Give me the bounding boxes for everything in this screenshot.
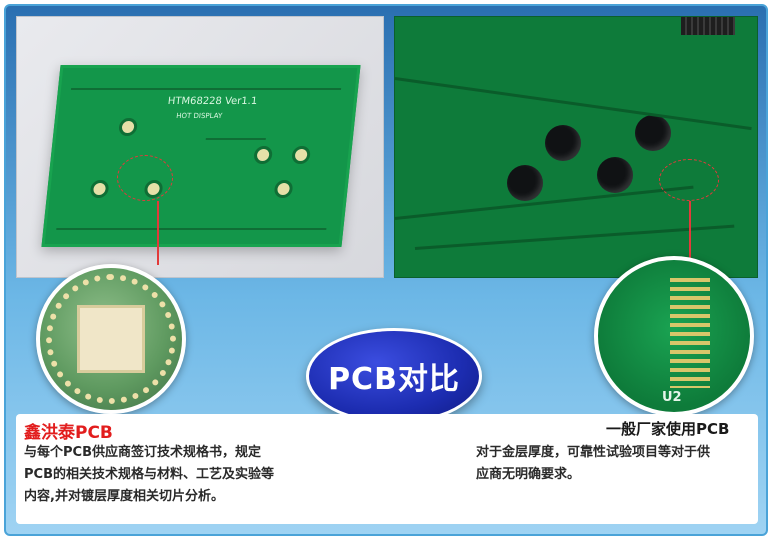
description-card <box>16 414 758 524</box>
zoomed-gold-fingers <box>670 278 710 388</box>
zoomed-gold-pad <box>80 308 142 370</box>
callout-circle-right <box>659 159 719 201</box>
callout-line-left <box>157 201 159 265</box>
pcb-trace <box>70 88 342 90</box>
pcb-trace <box>56 228 327 230</box>
callout-line-right <box>689 201 691 263</box>
cob-chip <box>507 165 543 201</box>
left-desc-line: 与每个PCB供应商签订技术规格书，规定 <box>24 445 261 460</box>
right-desc-line: 应商无明确要求。 <box>476 467 581 482</box>
cob-chip <box>545 125 581 161</box>
pcb-pad <box>253 146 274 164</box>
pcb-board-title: HTM68228 Ver1.1 <box>167 96 258 107</box>
badge-label: PCB对比 <box>328 362 460 397</box>
right-desc-line: 对于金层厚度，可靠性试验项目等对于供 <box>476 445 711 460</box>
callout-circle-left <box>117 155 173 201</box>
left-title: 鑫洪泰PCB <box>24 423 113 443</box>
cob-chip <box>635 115 671 151</box>
zoom-label-u2: U2 <box>662 390 682 405</box>
zoom-right-magnifier: U2 <box>594 256 754 416</box>
board-trace <box>394 77 752 131</box>
cob-chip <box>597 157 633 193</box>
left-description: 与每个PCB供应商签订技术规格书，规定 PCB的相关技术规格与材料、工艺及实验等… <box>24 442 344 508</box>
left-pcb-photo: HTM68228 Ver1.1 HOT DISPLAY <box>16 16 384 278</box>
right-pcb-photo <box>394 16 758 278</box>
board-trace <box>414 224 735 250</box>
board-trace <box>394 185 694 220</box>
left-desc-line: 内容,并对镀层厚度相关切片分析。 <box>24 489 224 504</box>
right-title: 一般厂家使用PCB <box>606 420 730 438</box>
right-description: 对于金层厚度，可靠性试验项目等对于供 应商无明确要求。 <box>476 442 766 486</box>
zoom-left-magnifier <box>36 264 186 414</box>
pcb-board: HTM68228 Ver1.1 HOT DISPLAY <box>41 65 361 247</box>
pcb-pad <box>273 180 294 198</box>
pcb-trace <box>205 138 266 140</box>
pin-header <box>681 17 735 35</box>
page-frame: HTM68228 Ver1.1 HOT DISPLAY <box>4 4 768 536</box>
pcb-pad <box>291 146 312 164</box>
pcb-board-subtitle: HOT DISPLAY <box>175 112 223 120</box>
left-desc-line: PCB的相关技术规格与材料、工艺及实验等 <box>24 467 274 482</box>
pcb-compare-badge: PCB对比 <box>306 328 482 424</box>
pcb-pad <box>118 118 138 136</box>
pcb-pad <box>89 180 110 198</box>
pad-ring-dots <box>46 274 176 404</box>
